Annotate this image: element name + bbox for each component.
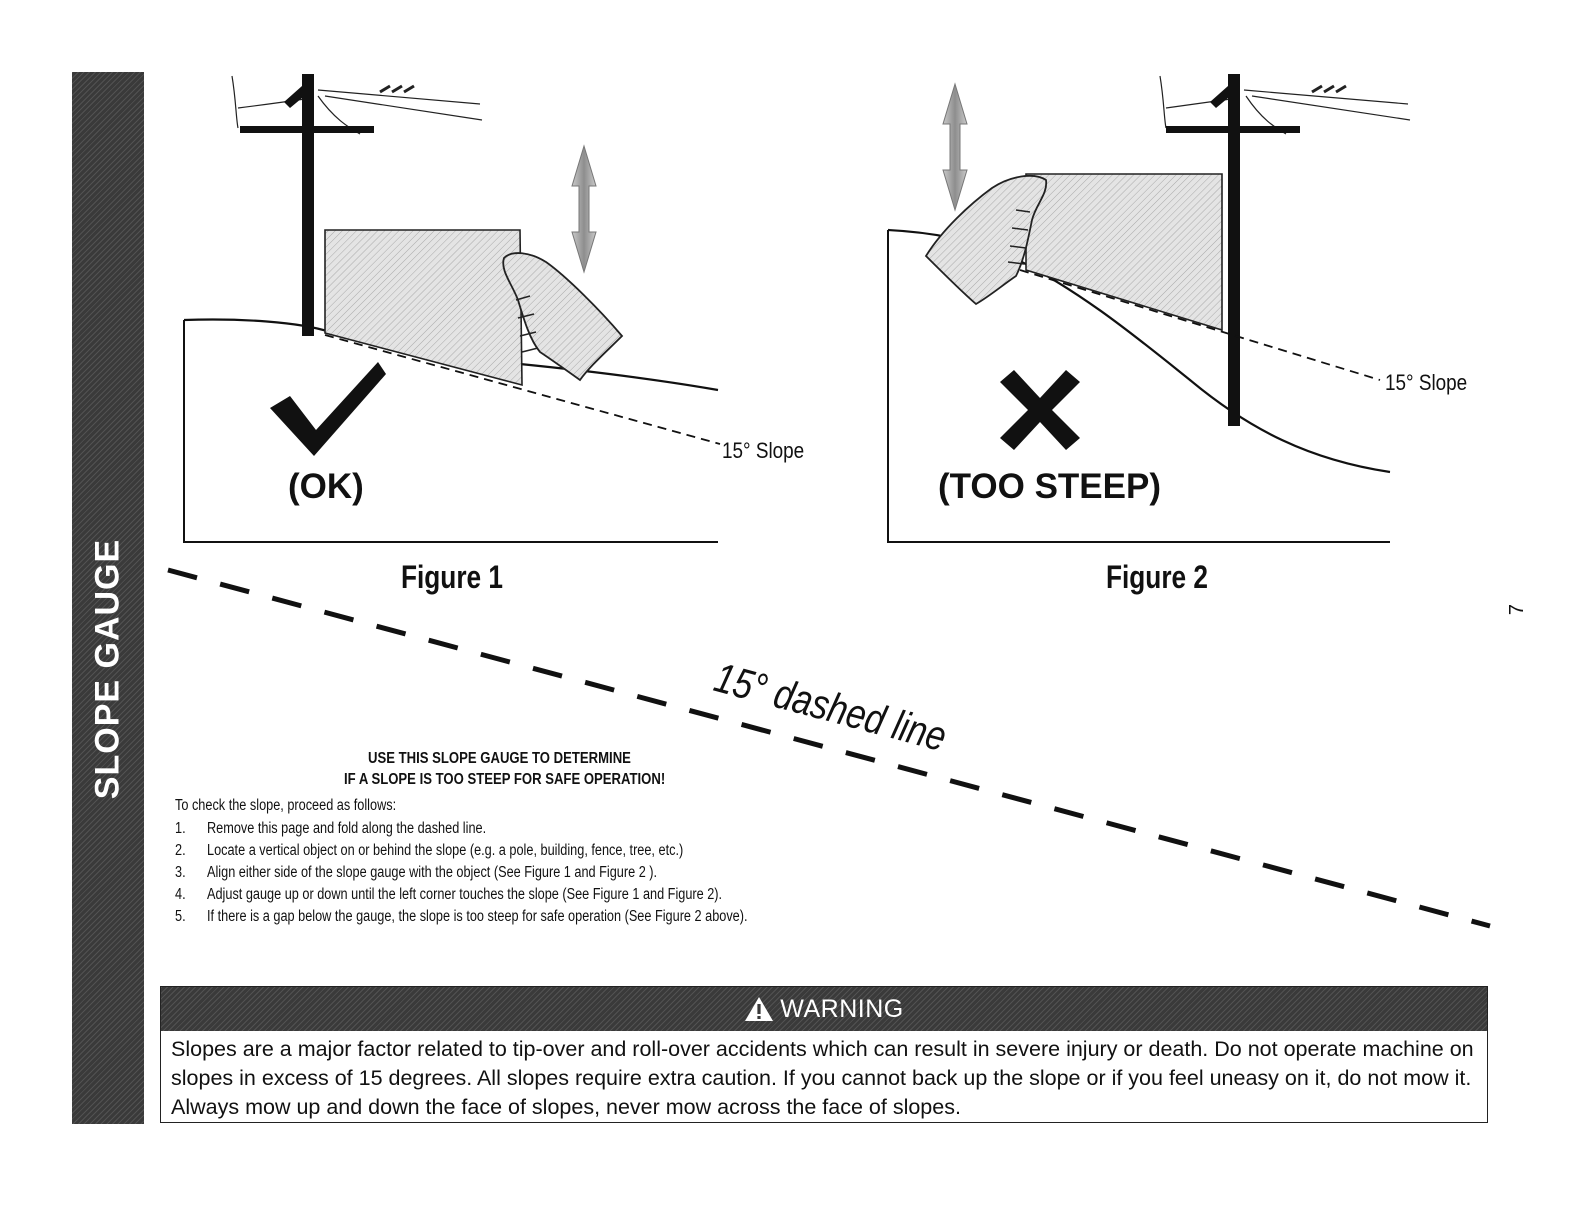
- figure-2-caption: Figure 2: [1106, 561, 1208, 596]
- step-text: If there is a gap below the gauge, the s…: [207, 908, 748, 925]
- figure-1-slope-label: 15° Slope: [722, 439, 804, 464]
- figure-2-utility-pole: [1166, 74, 1300, 426]
- warning-header: WARNING: [161, 987, 1487, 1031]
- figure-2-slope-line: [1019, 269, 1381, 381]
- figure-2-up-down-arrow: [942, 82, 968, 212]
- warning-triangle-icon: [745, 997, 774, 1021]
- figure-2-slope-label: 15° Slope: [1385, 371, 1467, 396]
- figure-1: [183, 74, 721, 543]
- side-tab: SLOPE GAUGE: [72, 72, 144, 1124]
- figure-1-power-lines: [231, 75, 483, 135]
- check-icon: [270, 362, 386, 456]
- step-number: 2.: [175, 842, 186, 859]
- step-number: 5.: [175, 908, 186, 925]
- figure-1-utility-pole: [240, 74, 374, 336]
- instructions-heading-line2: IF A SLOPE IS TOO STEEP FOR SAFE OPERATI…: [344, 771, 666, 788]
- warning-text: Slopes are a major factor related to tip…: [171, 1037, 1474, 1119]
- step-text: Adjust gauge up or down until the left c…: [207, 886, 723, 903]
- warning-box: WARNING Slopes are a major factor relate…: [160, 986, 1488, 1123]
- figure-1-slope-gauge: [324, 229, 523, 387]
- step-number: 1.: [175, 820, 186, 837]
- x-mark-icon: [1000, 370, 1080, 450]
- step-text: Remove this page and fold along the dash…: [207, 820, 487, 837]
- figure-2-frame: [887, 230, 1390, 543]
- instructions-heading-line1: USE THIS SLOPE GAUGE TO DETERMINE: [368, 750, 631, 767]
- step-number: 4.: [175, 886, 186, 903]
- figure-2-verdict: (TOO STEEP): [938, 467, 1161, 506]
- figure-2-slope-gauge: [1025, 173, 1223, 332]
- instructions-intro: To check the slope, proceed as follows:: [175, 797, 397, 814]
- step-text: Locate a vertical object on or behind th…: [207, 842, 684, 859]
- figure-2-hand: [924, 174, 1048, 306]
- warning-title: WARNING: [780, 994, 904, 1023]
- step-text: Align either side of the slope gauge wit…: [207, 864, 658, 881]
- figure-2-power-lines: [1159, 75, 1411, 135]
- figure-1-up-down-arrow: [571, 144, 597, 274]
- figure-1-frame: [183, 320, 718, 543]
- fold-dashed-line: [167, 567, 1491, 929]
- figure-2: [887, 74, 1411, 543]
- figure-1-slope-line: [324, 334, 721, 445]
- step-number: 3.: [175, 864, 186, 881]
- figure-1-verdict: (OK): [288, 467, 364, 506]
- page-number: 7: [1506, 603, 1529, 616]
- fold-line-label: 15° dashed line: [709, 654, 951, 761]
- figure-1-caption: Figure 1: [401, 561, 503, 596]
